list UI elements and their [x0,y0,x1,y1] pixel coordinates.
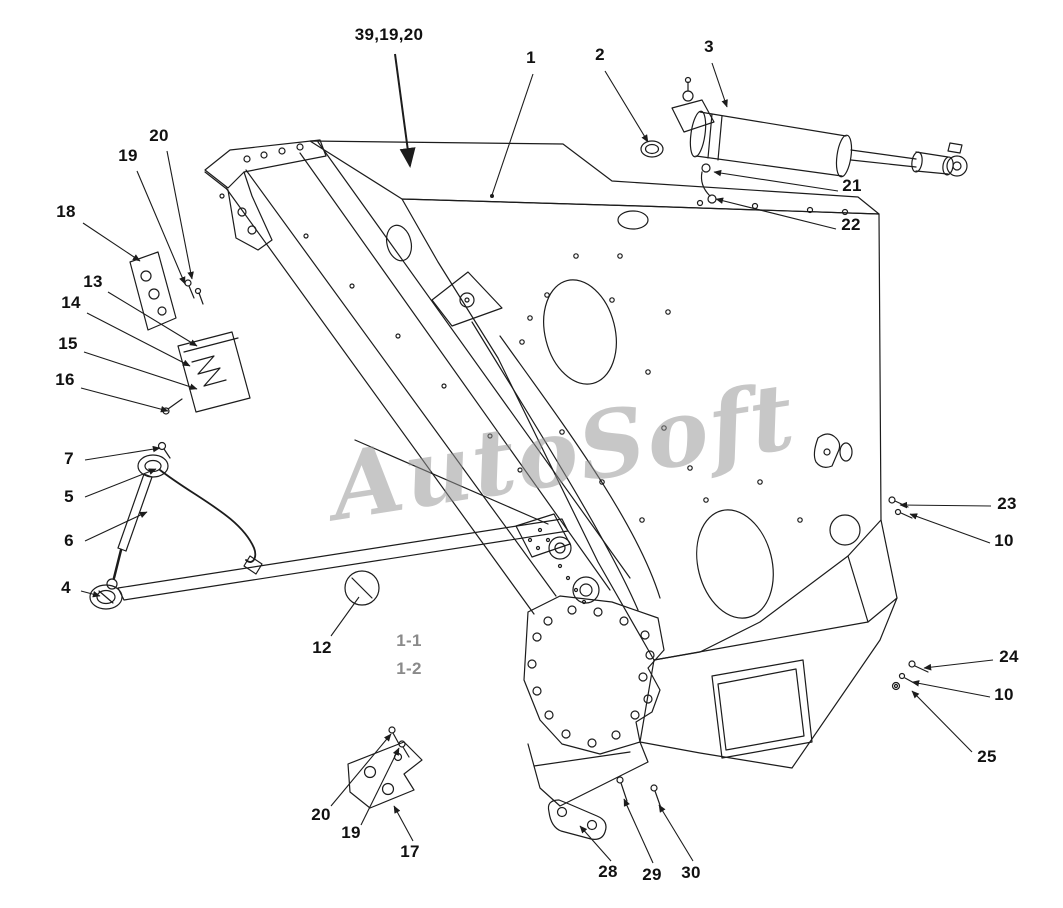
callout-15[interactable]: 15 [58,334,78,353]
frame-drawing [89,76,968,840]
callout-14[interactable]: 14 [61,293,81,312]
callout-23[interactable]: 23 [997,494,1017,513]
leader-lines [80,53,994,864]
callout-28[interactable]: 28 [598,862,618,881]
callout-1[interactable]: 1 [526,48,536,67]
callout-7[interactable]: 7 [64,449,74,468]
callout-19-bottom[interactable]: 19 [341,823,361,842]
callout-20-bottom[interactable]: 20 [311,805,331,824]
callout-29[interactable]: 29 [642,865,662,884]
callout-1-2[interactable]: 1-2 [396,659,422,678]
callout-6[interactable]: 6 [64,531,74,550]
callout-3[interactable]: 3 [704,37,714,56]
callout-21[interactable]: 21 [842,176,862,195]
callout-10-lower[interactable]: 10 [994,685,1014,704]
callout-16[interactable]: 16 [55,370,75,389]
callout-10-upper[interactable]: 10 [994,531,1014,550]
callout-1-1[interactable]: 1-1 [396,631,422,650]
callout-30[interactable]: 30 [681,863,701,882]
callout-24[interactable]: 24 [999,647,1019,666]
callout-25[interactable]: 25 [977,747,997,766]
callout-18[interactable]: 18 [56,202,76,221]
callout-13[interactable]: 13 [83,272,103,291]
callout-4[interactable]: 4 [61,578,71,597]
callout-2[interactable]: 2 [595,45,605,64]
callout-12[interactable]: 12 [312,638,332,657]
callout-39-19-20[interactable]: 39,19,20 [354,25,424,44]
callout-17[interactable]: 17 [400,842,420,861]
callout-20-top[interactable]: 20 [149,126,169,145]
callout-22[interactable]: 22 [841,215,861,234]
callout-19-top[interactable]: 19 [118,146,138,165]
callout-5[interactable]: 5 [64,487,74,506]
